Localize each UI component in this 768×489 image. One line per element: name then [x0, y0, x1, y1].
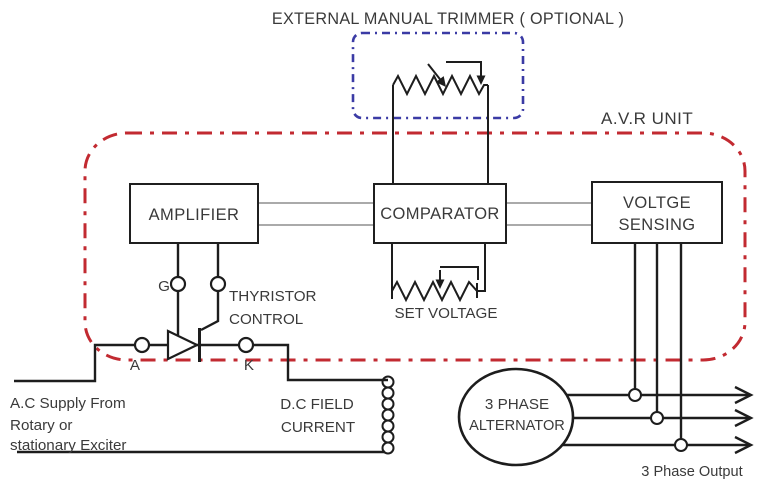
- amplifier-comparator-bus: [258, 202, 374, 226]
- amplifier-block: [129, 183, 259, 244]
- field-coil: [381, 375, 395, 455]
- gate-terminal-right: [209, 275, 227, 293]
- three-phase-output-label: 3 Phase Output: [641, 464, 742, 480]
- alternator-label-line1: 3 PHASE: [485, 396, 549, 413]
- sensing-pins: [633, 243, 683, 439]
- set-voltage-wiper-arrow: [435, 279, 445, 289]
- external-trimmer-boundary: [351, 31, 525, 120]
- anode-label: A: [130, 357, 141, 374]
- gate-label: G: [158, 278, 170, 295]
- avr-unit-label: A.V.R UNIT: [601, 109, 693, 128]
- comparator-label: COMPARATOR: [380, 205, 500, 223]
- avr-unit-boundary: [83, 131, 747, 362]
- alternator-label-line2: ALTERNATOR: [469, 418, 565, 434]
- amplifier-label: AMPLIFIER: [149, 206, 240, 224]
- sense-junction-2: [650, 411, 664, 425]
- ac-supply-label-line3: stationary Exciter: [10, 437, 126, 454]
- diagram-title: EXTERNAL MANUAL TRIMMER ( OPTIONAL ): [272, 10, 624, 28]
- set-voltage-label: SET VOLTAGE: [395, 305, 498, 322]
- comparator-block: [373, 183, 507, 244]
- anode-terminal: [133, 336, 151, 354]
- voltage-sensing-label-line1: VOLTGE: [623, 194, 691, 212]
- dc-field-label-line1: D.C FIELD: [280, 396, 353, 413]
- thyristor-control-label-line1: THYRISTOR: [229, 288, 317, 305]
- cathode-terminal: [237, 336, 255, 354]
- trimmer-wiper-arrow: [435, 76, 446, 87]
- alternator-circle: [457, 367, 575, 467]
- thyristor-control-label-line2: CONTROL: [229, 311, 303, 328]
- thyristor-symbol: [166, 328, 201, 362]
- cathode-label: K: [244, 357, 254, 374]
- voltage-sensing-block: [591, 181, 723, 244]
- ac-supply-label-line2: Rotary or: [10, 417, 72, 434]
- gate-terminal-left: [169, 275, 187, 293]
- output-arrow-2: [734, 408, 754, 428]
- trimmer-potentiometer: [392, 61, 489, 184]
- output-arrow-3: [734, 435, 754, 455]
- set-voltage-potentiometer: [391, 243, 486, 303]
- voltage-sensing-label-line2: SENSING: [618, 216, 695, 234]
- output-arrow-1: [734, 385, 754, 405]
- ac-supply-label-line1: A.C Supply From: [10, 395, 126, 412]
- dc-field-label-line2: CURRENT: [281, 419, 355, 436]
- comparator-sensing-bus: [506, 202, 592, 226]
- sense-junction-3: [674, 438, 688, 452]
- sense-junction-1: [628, 388, 642, 402]
